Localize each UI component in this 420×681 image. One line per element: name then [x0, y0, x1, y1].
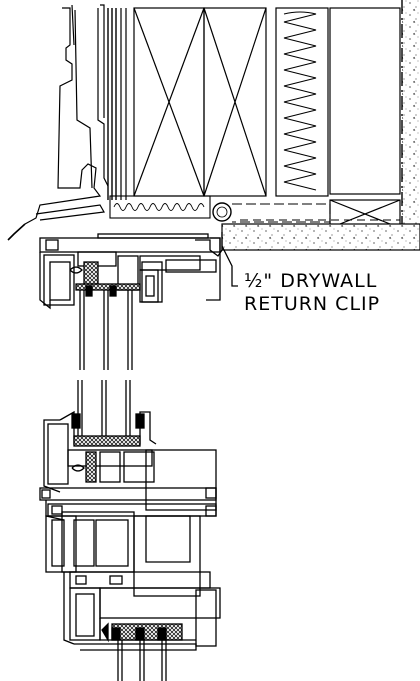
- upper-window-frame: [39, 232, 223, 310]
- header-assembly: [109, 195, 400, 223]
- annotation-drywall: ½" DRYWALL: [244, 270, 377, 292]
- lower-window-frame: [39, 410, 221, 651]
- upper-glazing: [75, 283, 141, 370]
- backer-rod: [212, 202, 232, 222]
- lower-glazing-top: [71, 380, 145, 440]
- annotation-return-clip: RETURN CLIP: [244, 293, 380, 315]
- concrete-hatch: [402, 0, 420, 232]
- leader-line: [221, 245, 238, 287]
- lower-glazing-bottom: [101, 622, 183, 681]
- insulation-strip: [113, 203, 205, 211]
- exterior-trim: [24, 7, 102, 225]
- sill-slab: [221, 223, 420, 251]
- insulation-batt: [283, 11, 317, 191]
- wall-assembly: [7, 4, 401, 241]
